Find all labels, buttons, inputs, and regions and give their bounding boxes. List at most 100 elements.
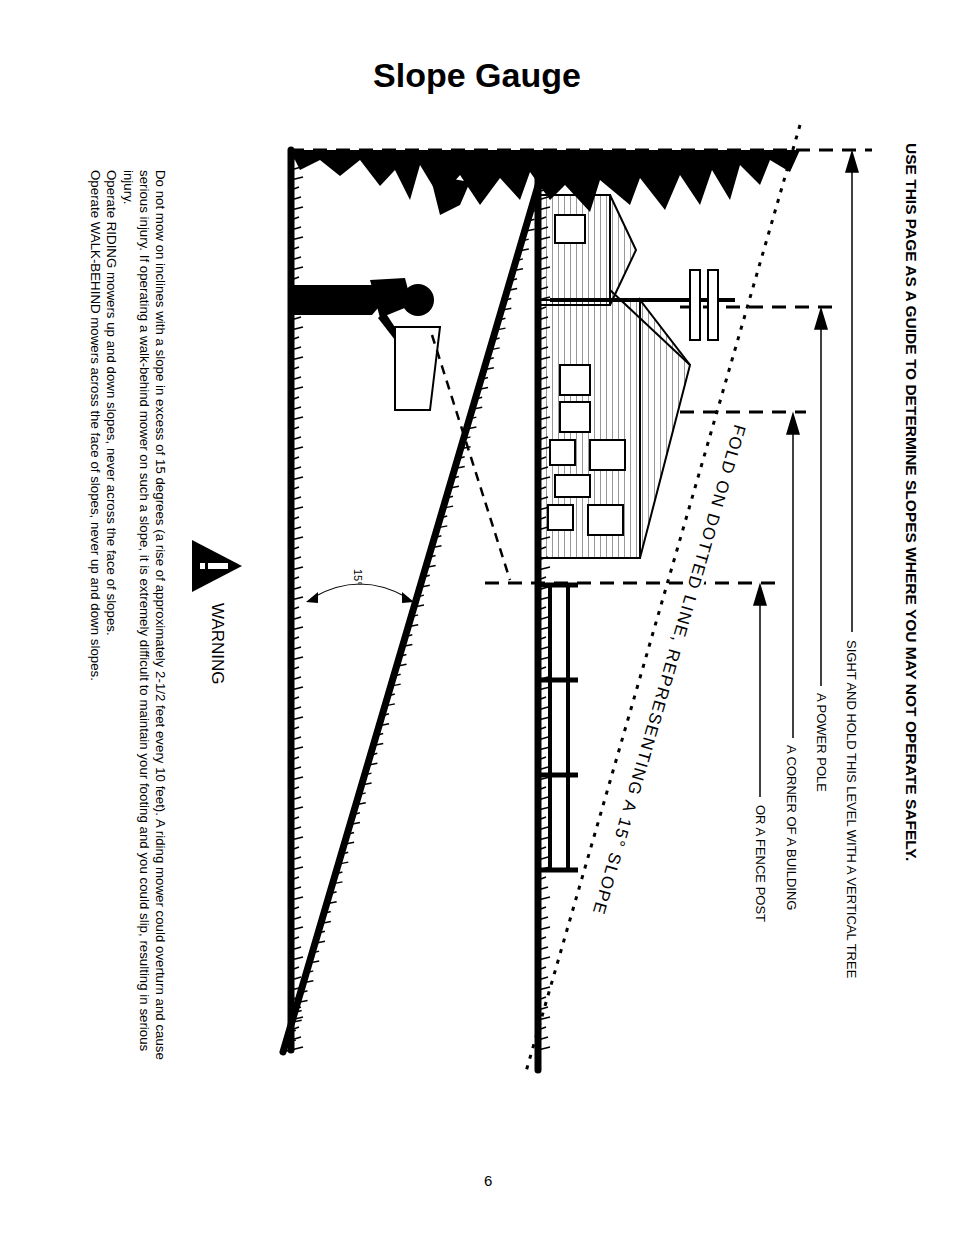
grass-tick <box>362 783 372 785</box>
grass-tick <box>291 237 303 240</box>
grass-tick <box>538 787 546 790</box>
grass-tick <box>538 797 548 800</box>
grass-tick <box>291 507 303 510</box>
grass-tick <box>538 667 546 670</box>
grass-tick <box>291 587 301 590</box>
grass-tick <box>466 427 476 429</box>
grass-tick <box>437 526 447 528</box>
grass-tick <box>507 289 517 291</box>
ground-lines <box>283 150 545 1070</box>
grass-tick <box>463 437 470 439</box>
grass-tick <box>327 902 337 904</box>
grass-tick <box>538 767 548 770</box>
grass-tick <box>440 516 447 518</box>
grass-tick <box>291 487 299 490</box>
grass-tick <box>347 832 354 834</box>
grass-tick <box>292 1020 302 1022</box>
grass-tick <box>516 259 523 261</box>
grass-tick <box>538 897 550 900</box>
grass-tick <box>538 727 546 730</box>
pointer-arrows <box>754 152 858 797</box>
grass-tick <box>291 797 301 800</box>
grass-tick <box>382 714 389 716</box>
grass-tick <box>291 277 299 280</box>
callout-text: A CORNER OF A BUILDING <box>783 745 798 910</box>
grass-tick <box>538 567 550 570</box>
grass-tick <box>408 625 418 627</box>
callout-text: SIGHT AND HOLD THIS LEVEL WITH A VERTICA… <box>843 640 858 978</box>
grass-tick <box>291 327 303 330</box>
grass-tick <box>388 694 395 696</box>
grass-tick <box>291 717 303 720</box>
grass-tick <box>501 308 511 310</box>
grass-tick <box>286 1040 296 1042</box>
grass-tick <box>291 607 299 610</box>
grass-tick <box>291 677 301 680</box>
grass-tick <box>291 697 299 700</box>
grass-tick <box>434 536 441 538</box>
power-pole <box>550 270 735 340</box>
grass-tick <box>538 757 546 760</box>
grass-tick <box>538 817 546 820</box>
grass-tick <box>376 734 383 736</box>
page-title: Slope Gauge <box>0 56 954 95</box>
page-number: 6 <box>484 1172 492 1189</box>
grass-tick <box>291 847 299 850</box>
grass-tick <box>538 1037 548 1040</box>
grass-tick <box>538 617 548 620</box>
grass-tick <box>298 1001 308 1003</box>
grass-tick <box>370 753 377 755</box>
grass-tick <box>344 842 354 844</box>
grass-tick <box>291 757 299 760</box>
grass-tick <box>356 803 366 805</box>
grass-tick <box>291 257 301 260</box>
grass-tick <box>538 877 546 880</box>
grass-tick <box>291 347 301 350</box>
warning-heading: WARNING <box>207 603 227 685</box>
grass-tick <box>312 951 319 953</box>
grass-tick <box>487 358 494 360</box>
grass-tick <box>291 937 299 940</box>
grass-tick <box>538 887 548 890</box>
grass-tick <box>350 823 360 825</box>
grass-tick <box>538 917 548 920</box>
grass-tick <box>498 318 505 320</box>
grass-tick <box>291 367 299 370</box>
grass-tick <box>455 467 465 469</box>
grass-tick <box>538 907 546 910</box>
grass-tick <box>528 219 535 221</box>
grass-tick <box>289 1030 296 1032</box>
grass-tick <box>291 207 303 210</box>
grass-tick <box>309 961 319 963</box>
grass-tick <box>402 645 412 647</box>
grass-tick <box>353 813 360 815</box>
grass-tick <box>397 664 407 666</box>
grass-tick <box>379 724 389 726</box>
grass-tick <box>496 328 506 330</box>
grass-tick <box>426 565 436 567</box>
grass-tick <box>291 557 301 560</box>
arc-head <box>306 592 318 603</box>
grass-tick <box>291 527 301 530</box>
person <box>292 278 440 410</box>
grass-tick <box>291 747 303 750</box>
grass-tick <box>478 387 488 389</box>
grass-tick <box>291 1007 301 1010</box>
grass-tick <box>538 957 550 960</box>
grass-tick <box>291 687 303 690</box>
grass-tick <box>291 967 299 970</box>
grass-tick <box>306 971 313 973</box>
grass-tick <box>291 947 301 950</box>
grass-tick <box>291 837 303 840</box>
callout-text: A POWER POLE <box>813 693 828 792</box>
grass-tick <box>291 977 301 980</box>
grass-tick <box>291 1047 303 1050</box>
grass-tick <box>291 657 303 660</box>
grass-tick <box>481 378 488 380</box>
warning-text: Do not mow on inclines with a slope in e… <box>120 170 168 1060</box>
grass-tick <box>321 921 331 923</box>
grass-tick <box>493 338 500 340</box>
grass-tick <box>291 377 301 380</box>
grass-tick <box>291 907 299 910</box>
grass-tick <box>291 567 303 570</box>
